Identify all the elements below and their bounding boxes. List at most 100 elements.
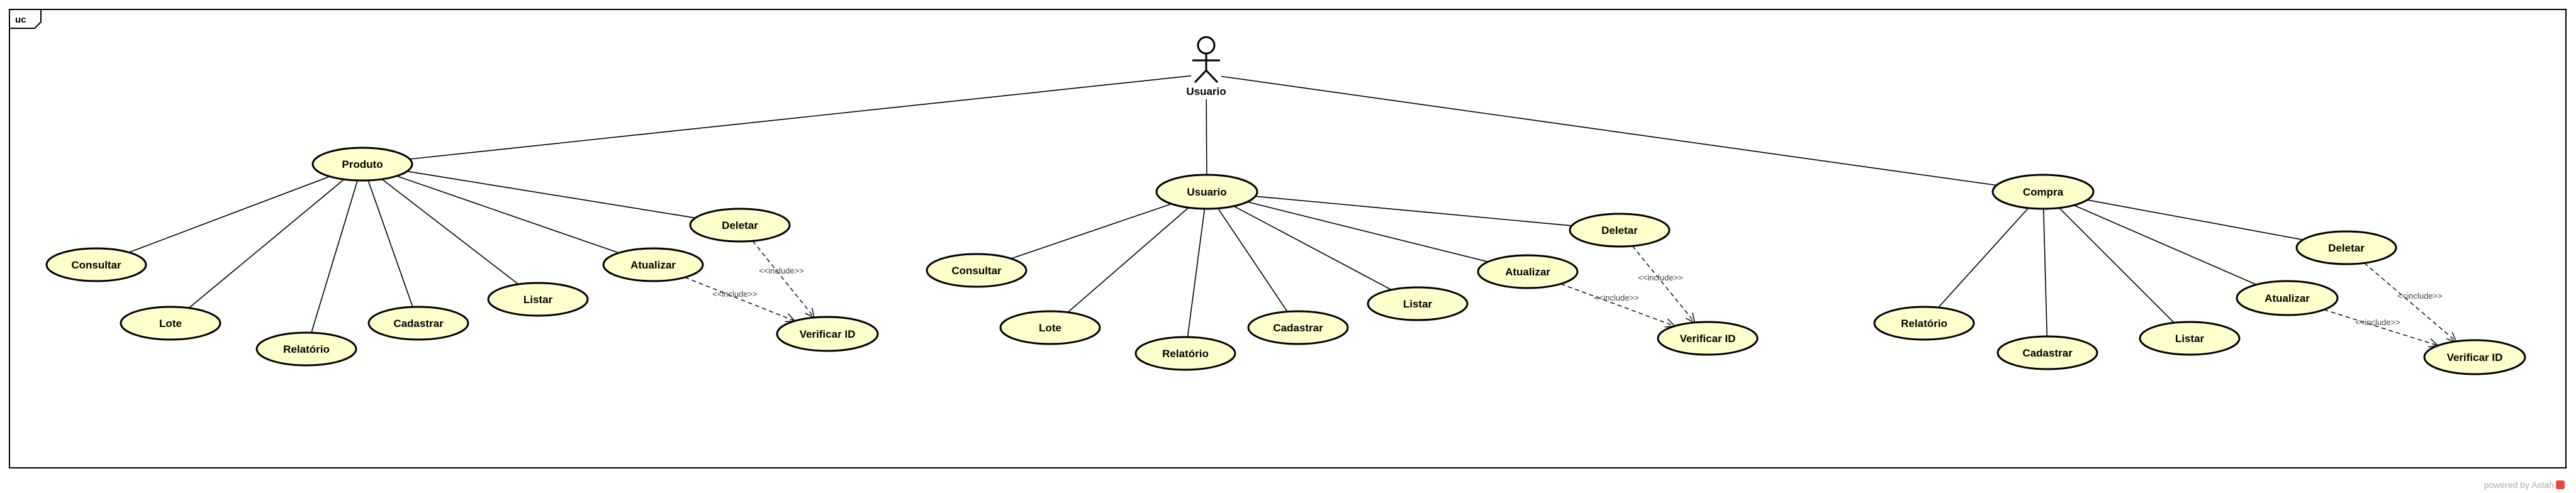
use-case-label: Produto [342,158,383,170]
use-case-label: Verificar ID [2447,352,2503,363]
include-relation: <<include>> [685,277,796,323]
use-case-ellipse [45,247,147,282]
include-stereotype-label: <<include>> [2355,318,2400,327]
use-case-ellipse [2295,230,2397,265]
use-case-u-consultar[interactable]: Consultar [926,253,1028,288]
use-case-produto[interactable]: Produto [311,147,413,182]
diagram-frame [9,9,2567,468]
use-case-u-cadastrar[interactable]: Cadastrar [1247,310,1349,345]
use-case-label: Consultar [71,259,121,271]
use-case-c-atualizar[interactable]: Atualizar [2236,280,2339,316]
association-line [367,180,413,307]
association-line [1011,203,1172,260]
use-case-c-cadastrar[interactable]: Cadastrar [1996,335,2098,370]
use-case-u-relatorio[interactable]: Relatório [1134,336,1236,371]
association-line [2042,208,2048,337]
include-relation: <<include>> [752,240,815,319]
frame-tab [9,9,42,29]
include-stereotype-label: <<include>> [1638,273,1683,282]
use-case-label: Consultar [951,265,1002,277]
association-line [1221,75,1997,186]
association-line [1067,207,1189,313]
use-case-c-deletar[interactable]: Deletar [2295,230,2397,265]
use-case-label: Deletar [1601,224,1638,236]
use-case-label: Cadastrar [1273,322,1323,334]
association-line [311,180,358,333]
include-relation: <<include>> [1632,245,1696,324]
association-line [128,175,330,253]
use-case-c-relatorio[interactable]: Relatório [1873,306,1975,341]
association-line [1218,208,1288,313]
include-stereotype-label: <<include>> [1594,293,1639,302]
use-case-label: Deletar [2328,242,2365,254]
use-case-compra[interactable]: Compra [1991,174,2095,210]
include-stereotype-label: <<include>> [712,289,758,299]
actor-usuario[interactable]: Usuario [1186,36,1226,97]
use-case-ellipse [367,306,469,341]
frame-label: uc [15,14,26,25]
association-line [2087,199,2304,241]
use-case-ellipse [776,316,879,352]
use-case-p-lote[interactable]: Lote [120,306,221,341]
footer-text: powered by Astah [2484,480,2554,490]
use-case-ellipse [1477,254,1579,289]
association-line [1937,208,2029,308]
use-case-label: Verificar ID [800,328,856,340]
association-line [1233,206,1392,291]
use-case-label: Listar [524,294,553,306]
association-line [396,175,619,253]
use-case-u-lote[interactable]: Lote [999,310,1101,345]
use-case-p-relatorio[interactable]: Relatório [255,331,357,367]
use-case-ellipse [602,247,704,282]
open-arrowhead-icon [805,307,815,319]
stick-figure-icon [1192,36,1220,84]
use-case-ellipse [1991,174,2095,210]
use-case-p-consultar[interactable]: Consultar [45,247,147,282]
include-relation: <<include>> [1560,283,1676,328]
use-case-p-deletar[interactable]: Deletar [689,208,791,243]
use-case-label: Atualizar [1505,266,1550,278]
use-case-u-deletar[interactable]: Deletar [1569,213,1671,248]
use-case-ellipse [689,208,791,243]
use-case-u-atualizar[interactable]: Atualizar [1477,254,1579,289]
astah-logo-icon [2556,480,2565,489]
use-case-ellipse [255,331,357,367]
use-case-c-verificar[interactable]: Verificar ID [2423,339,2526,375]
association-line [410,75,1192,160]
edges-layer: <<include>><<include>><<include>><<inclu… [128,75,2457,348]
use-case-c-listar[interactable]: Listar [2139,321,2241,356]
use-case-ellipse [2423,339,2526,375]
use-case-ellipse [2236,280,2339,316]
use-case-ellipse [1569,213,1671,248]
association-line [2059,208,2175,323]
use-case-ellipse [1134,336,1236,371]
use-case-p-listar[interactable]: Listar [487,282,589,317]
footer: powered by Astah [2484,480,2565,490]
association-line [2073,204,2257,285]
association-line [406,170,696,219]
use-case-p-atualizar[interactable]: Atualizar [602,247,704,282]
nodes-layer: ProdutoConsultarLoteRelatórioCadastrarLi… [45,147,2526,375]
association-line [381,179,519,285]
use-case-p-cadastrar[interactable]: Cadastrar [367,306,469,341]
use-case-ellipse [120,306,221,341]
use-case-label: Verificar ID [1680,333,1736,345]
use-case-usuario[interactable]: Usuario [1155,174,1258,210]
use-case-label: Deletar [722,219,758,231]
use-case-u-listar[interactable]: Listar [1367,286,1469,321]
use-case-label: Cadastrar [393,318,444,330]
use-case-ellipse [1155,174,1258,210]
use-case-u-verificar[interactable]: Verificar ID [1657,321,1759,356]
association-line [1206,99,1207,175]
use-case-label: Atualizar [2265,292,2310,304]
use-case-label: Relatório [283,343,330,355]
include-stereotype-label: <<include>> [2397,291,2443,301]
association-line [1247,201,1489,263]
open-arrowhead-icon [1685,313,1696,324]
use-case-label: Lote [159,318,182,330]
use-case-label: Relatório [1901,318,1947,330]
use-case-label: Listar [1403,298,1433,310]
use-case-label: Atualizar [630,259,676,271]
use-case-ellipse [487,282,589,317]
use-case-p-verificar[interactable]: Verificar ID [776,316,879,352]
